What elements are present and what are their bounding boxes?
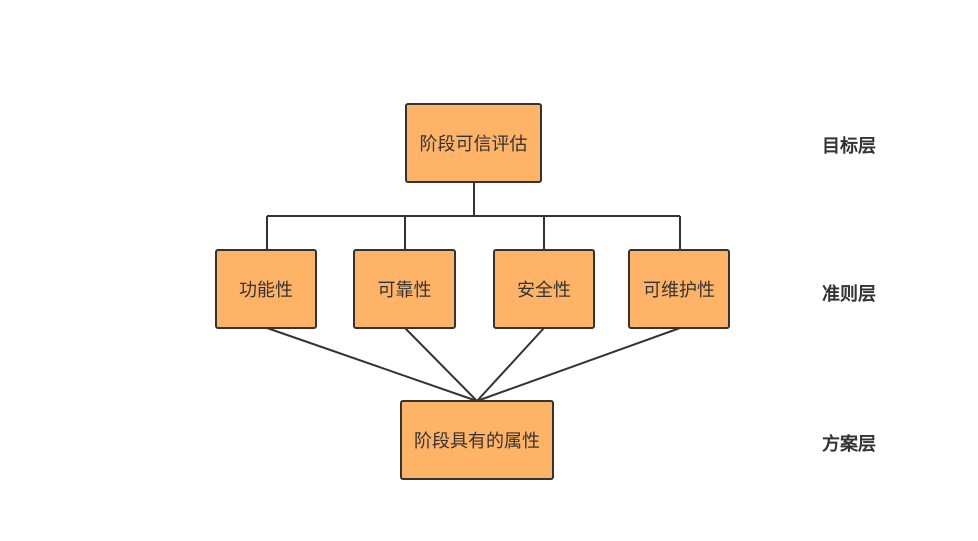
criterion-node-label: 功能性: [239, 280, 293, 301]
connector-criterion-3-to-alternative: [476, 327, 545, 402]
goal-node: 阶段可信评估: [405, 103, 542, 183]
goal-node-label: 阶段可信评估: [419, 134, 528, 155]
layer-label-criteria: 准则层: [822, 284, 876, 305]
layer-label-alternative: 方案层: [822, 434, 876, 455]
connector-criterion-4-to-alternative: [476, 327, 681, 402]
layer-label-goal: 目标层: [822, 136, 876, 157]
criterion-node-label: 安全性: [517, 280, 571, 301]
alternative-node-label: 阶段具有的属性: [414, 431, 540, 452]
alternative-node: 阶段具有的属性: [400, 400, 554, 480]
criterion-node-security: 安全性: [493, 249, 595, 329]
criterion-node-maintainability: 可维护性: [628, 249, 730, 329]
connector-criterion-2-to-alternative: [404, 327, 478, 402]
criterion-node-label: 可维护性: [643, 280, 715, 301]
criterion-node-label: 可靠性: [377, 280, 432, 301]
criterion-node-functionality: 功能性: [215, 249, 317, 329]
criterion-node-reliability: 可靠性: [353, 249, 456, 329]
connector-criterion-1-to-alternative: [266, 327, 478, 402]
